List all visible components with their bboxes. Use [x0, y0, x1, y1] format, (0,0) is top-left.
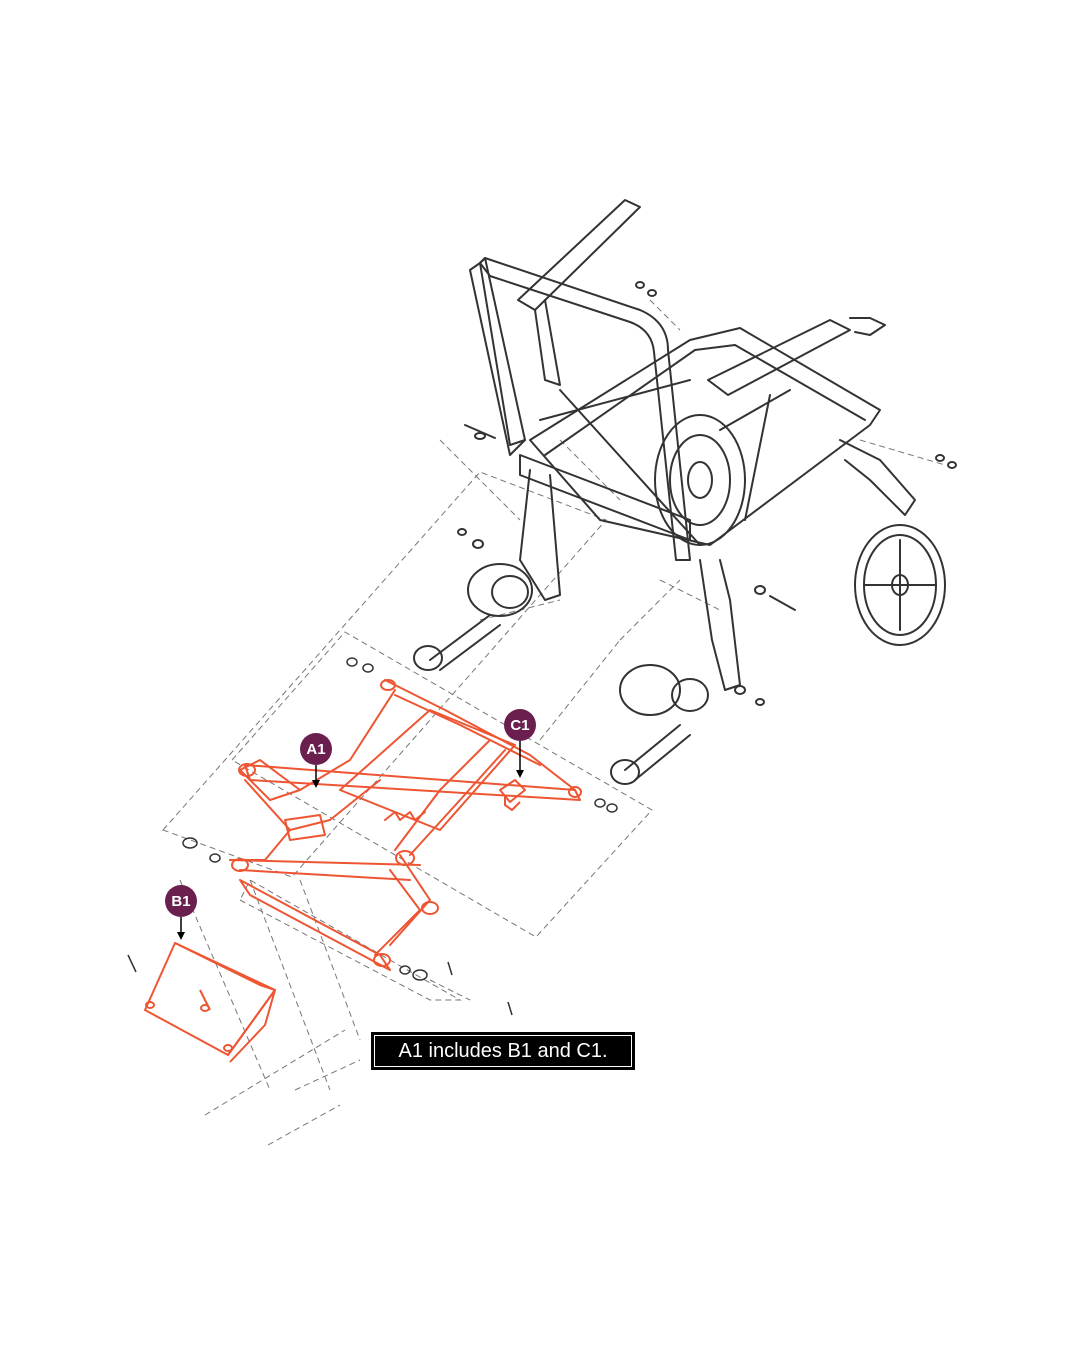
callout-c1-label: C1 [510, 717, 529, 734]
hardware [127, 657, 618, 1016]
callout-a1-label: A1 [306, 741, 325, 758]
part-b1 [144, 942, 276, 1063]
part-c1 [499, 779, 526, 811]
callout-b1-label: B1 [171, 893, 190, 910]
chair-frame [413, 199, 957, 785]
explosion-guide-lines [162, 299, 946, 1146]
note-box: A1 includes B1 and C1. [371, 1032, 635, 1070]
assembly-a1 [229, 679, 582, 971]
callout-a1: A1 [300, 733, 332, 788]
note-text: A1 includes B1 and C1. [398, 1040, 608, 1062]
callout-b1: B1 [165, 885, 197, 940]
callout-c1: C1 [504, 709, 536, 778]
